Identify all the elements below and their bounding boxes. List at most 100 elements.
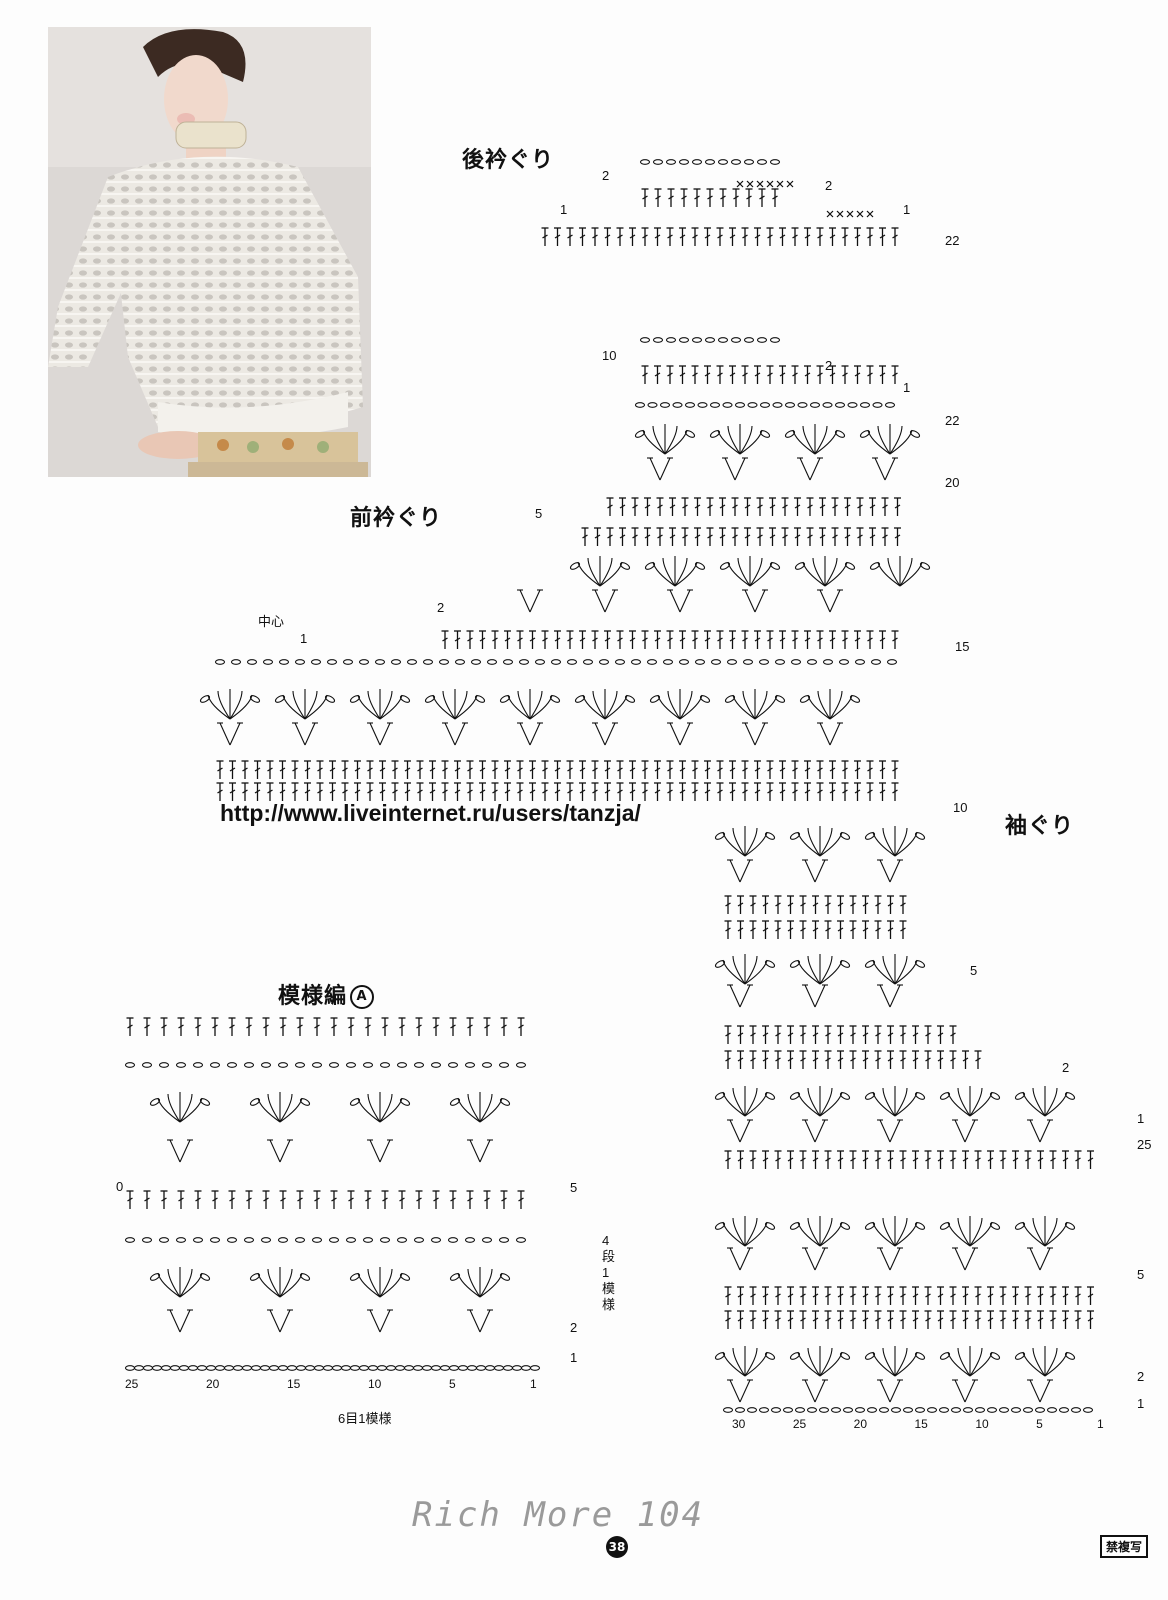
chain-stitch — [278, 659, 290, 665]
treble-stitch — [1023, 1286, 1033, 1306]
treble-stitch — [295, 1190, 305, 1210]
fan-stitch — [863, 825, 927, 857]
treble-stitch — [803, 760, 812, 780]
fan-stitch — [788, 1085, 852, 1117]
chain-stitch — [872, 402, 883, 408]
chain-stitch — [396, 1237, 408, 1243]
treble-stitch — [923, 1150, 933, 1170]
treble-stitch — [278, 782, 287, 802]
chain-stitch — [886, 659, 898, 665]
chain-stitch — [379, 1062, 391, 1068]
treble-stitch — [798, 1150, 808, 1170]
treble-stitch — [228, 760, 237, 780]
treble-stitch — [803, 630, 812, 650]
v-stitch — [801, 1119, 829, 1143]
chain-stitch — [133, 1365, 145, 1371]
treble-stitch — [448, 1190, 458, 1210]
chain-stitch — [726, 659, 738, 665]
treble-stitch — [723, 1050, 733, 1070]
chain-stitch — [769, 159, 781, 165]
treble-stitch — [728, 760, 737, 780]
chain-stitch — [448, 1365, 460, 1371]
v-stitch — [466, 1139, 494, 1163]
treble-stitch — [678, 227, 687, 247]
chain-stitch — [374, 659, 386, 665]
chain-stitch — [345, 1237, 357, 1243]
v-stitch — [726, 1379, 754, 1403]
v-stitch — [666, 589, 694, 613]
v-stitch — [166, 1139, 194, 1163]
treble-stitch — [215, 760, 225, 780]
copyright-stamp: 禁複写 — [1100, 1535, 1149, 1558]
v-stitch — [796, 457, 824, 481]
chain-stitch — [209, 1237, 221, 1243]
front-row-2-right: 2 — [825, 358, 832, 373]
treble-stitch — [865, 630, 875, 650]
treble-stitch — [861, 1025, 870, 1045]
treble-stitch — [878, 782, 887, 802]
v-stitch — [871, 457, 899, 481]
chain-stitch — [743, 159, 755, 165]
chain-stitch — [691, 159, 703, 165]
chain-stitch — [742, 659, 754, 665]
fan-stitch — [713, 1215, 777, 1247]
pattern-a-stitch-number: 1 — [530, 1377, 537, 1391]
chain-stitch — [756, 337, 768, 343]
treble-stitch — [805, 497, 815, 517]
treble-stitch — [690, 760, 700, 780]
chain-stitch — [665, 337, 677, 343]
treble-stitch — [798, 1025, 808, 1045]
fan-stitch — [248, 1266, 312, 1298]
treble-stitch — [893, 527, 902, 547]
v-stitch — [876, 1119, 904, 1143]
chain-stitch — [422, 659, 434, 665]
treble-stitch — [743, 527, 752, 547]
treble-stitch — [665, 630, 675, 650]
single-crochet — [746, 180, 754, 188]
treble-stitch — [415, 782, 425, 802]
treble-stitch — [668, 497, 677, 517]
treble-stitch — [465, 630, 475, 650]
chain-stitch — [484, 1365, 496, 1371]
treble-stitch — [840, 227, 850, 247]
chain-stitch — [566, 659, 578, 665]
treble-stitch — [778, 365, 787, 385]
treble-stitch — [403, 760, 412, 780]
single-crochet — [736, 180, 744, 188]
treble-stitch — [736, 920, 745, 940]
treble-stitch — [240, 782, 250, 802]
chain-stitch — [192, 1237, 204, 1243]
v-stitch — [1026, 1119, 1054, 1143]
treble-stitch — [553, 760, 562, 780]
chain-stitch — [464, 1237, 476, 1243]
treble-stitch — [818, 527, 827, 547]
chain-stitch — [734, 402, 746, 408]
chain-stitch — [747, 402, 758, 408]
treble-stitch — [798, 1286, 808, 1306]
treble-stitch — [553, 227, 562, 247]
treble-stitch — [823, 1050, 833, 1070]
treble-stitch — [540, 227, 550, 247]
chain-stitch — [286, 1365, 298, 1371]
chain-stitch — [709, 402, 721, 408]
treble-stitch — [744, 188, 754, 208]
treble-stitch — [142, 1190, 152, 1210]
treble-stitch — [1073, 1150, 1083, 1170]
treble-stitch — [803, 365, 812, 385]
chain-stitch — [784, 402, 796, 408]
treble-stitch — [718, 188, 728, 208]
treble-stitch — [793, 527, 802, 547]
treble-stitch — [565, 782, 575, 802]
v-stitch — [666, 722, 694, 746]
treble-stitch — [193, 1190, 203, 1210]
treble-stitch — [590, 782, 600, 802]
fan-stitch — [798, 688, 862, 720]
treble-stitch — [855, 497, 865, 517]
chain-stitch — [1022, 1407, 1034, 1413]
v-stitch — [801, 859, 829, 883]
chain-stitch — [498, 1237, 510, 1243]
fan-stitch — [708, 423, 772, 455]
treble-stitch — [961, 1286, 970, 1306]
